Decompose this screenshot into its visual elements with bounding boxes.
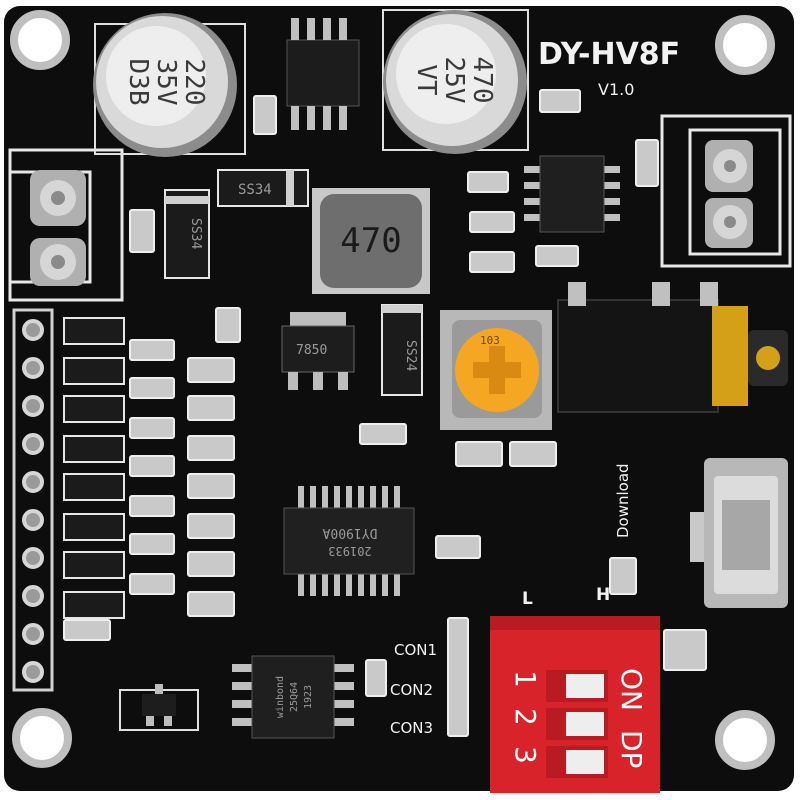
smd-passives-right xyxy=(129,89,707,737)
diode-middle: SS34 xyxy=(164,189,210,279)
con2-label: CON2 xyxy=(390,681,433,699)
download-label: Download xyxy=(614,463,632,538)
smd-passives-column xyxy=(63,339,235,641)
micro-usb-port xyxy=(690,458,788,608)
flash-chip-line3: 1923 xyxy=(303,685,314,709)
inductor-marking: 470 xyxy=(340,221,401,261)
cap-left-line2: 35V xyxy=(151,59,181,106)
cap-right-line3: VT xyxy=(411,64,441,96)
small-transistor xyxy=(119,684,199,731)
board-name: DY-HV8F xyxy=(538,37,680,72)
flash-chip-line1: winbond xyxy=(275,676,286,718)
dip-label-on: ON xyxy=(615,668,648,711)
dip-position-3: 3 xyxy=(509,746,542,764)
main-audio-chip: 201933 DY1900A xyxy=(283,486,415,596)
dip-position-1: 1 xyxy=(509,670,542,688)
regulator-marking: 7850 xyxy=(296,343,327,358)
inductor: 470 xyxy=(312,188,430,294)
capacitor-220uf: 220 35V D3B xyxy=(93,13,246,157)
cap-right-line2: 25V xyxy=(439,57,469,104)
cap-right-line1: 470 xyxy=(467,57,497,104)
diode-lower: SS24 xyxy=(381,304,423,396)
power-terminal-block xyxy=(8,148,124,302)
con3-label: CON3 xyxy=(390,719,433,737)
dip-label-dp: DP xyxy=(615,730,648,768)
top-sop8-chip xyxy=(286,18,360,130)
speaker-terminal-block xyxy=(660,114,792,268)
right-sop8-chip xyxy=(524,155,620,233)
pot-marking: 103 xyxy=(480,334,500,347)
flash-memory-chip: winbond 25Q64 1923 xyxy=(232,655,354,739)
cap-left-line3: D3B xyxy=(123,59,153,106)
diode-upper-marking: SS34 xyxy=(238,182,272,198)
pin-header xyxy=(12,308,54,692)
diode-middle-marking: SS34 xyxy=(188,218,203,249)
dip-position-2: 2 xyxy=(509,708,542,726)
diode-upper: SS34 xyxy=(217,169,309,207)
switch-low-label: L xyxy=(522,589,533,609)
switch-high-label: H xyxy=(596,585,610,605)
main-chip-line1: 201933 xyxy=(328,544,371,558)
diode-array xyxy=(63,317,125,619)
con1-label: CON1 xyxy=(394,641,437,659)
cap-left-line1: 220 xyxy=(179,59,209,106)
voltage-regulator: 7850 xyxy=(281,312,355,390)
main-chip-line2: DY1900A xyxy=(322,525,377,540)
board-version: V1.0 xyxy=(598,80,634,99)
flash-chip-line2: 25Q64 xyxy=(289,682,300,712)
capacitor-470uf: 470 25V VT xyxy=(382,9,529,154)
diode-lower-marking: SS24 xyxy=(403,340,418,371)
mounting-holes xyxy=(10,10,775,770)
potentiometer: 103 xyxy=(440,310,552,430)
dip-switch[interactable]: 1 2 3 ON DP xyxy=(490,616,660,793)
audio-jack xyxy=(557,282,788,413)
